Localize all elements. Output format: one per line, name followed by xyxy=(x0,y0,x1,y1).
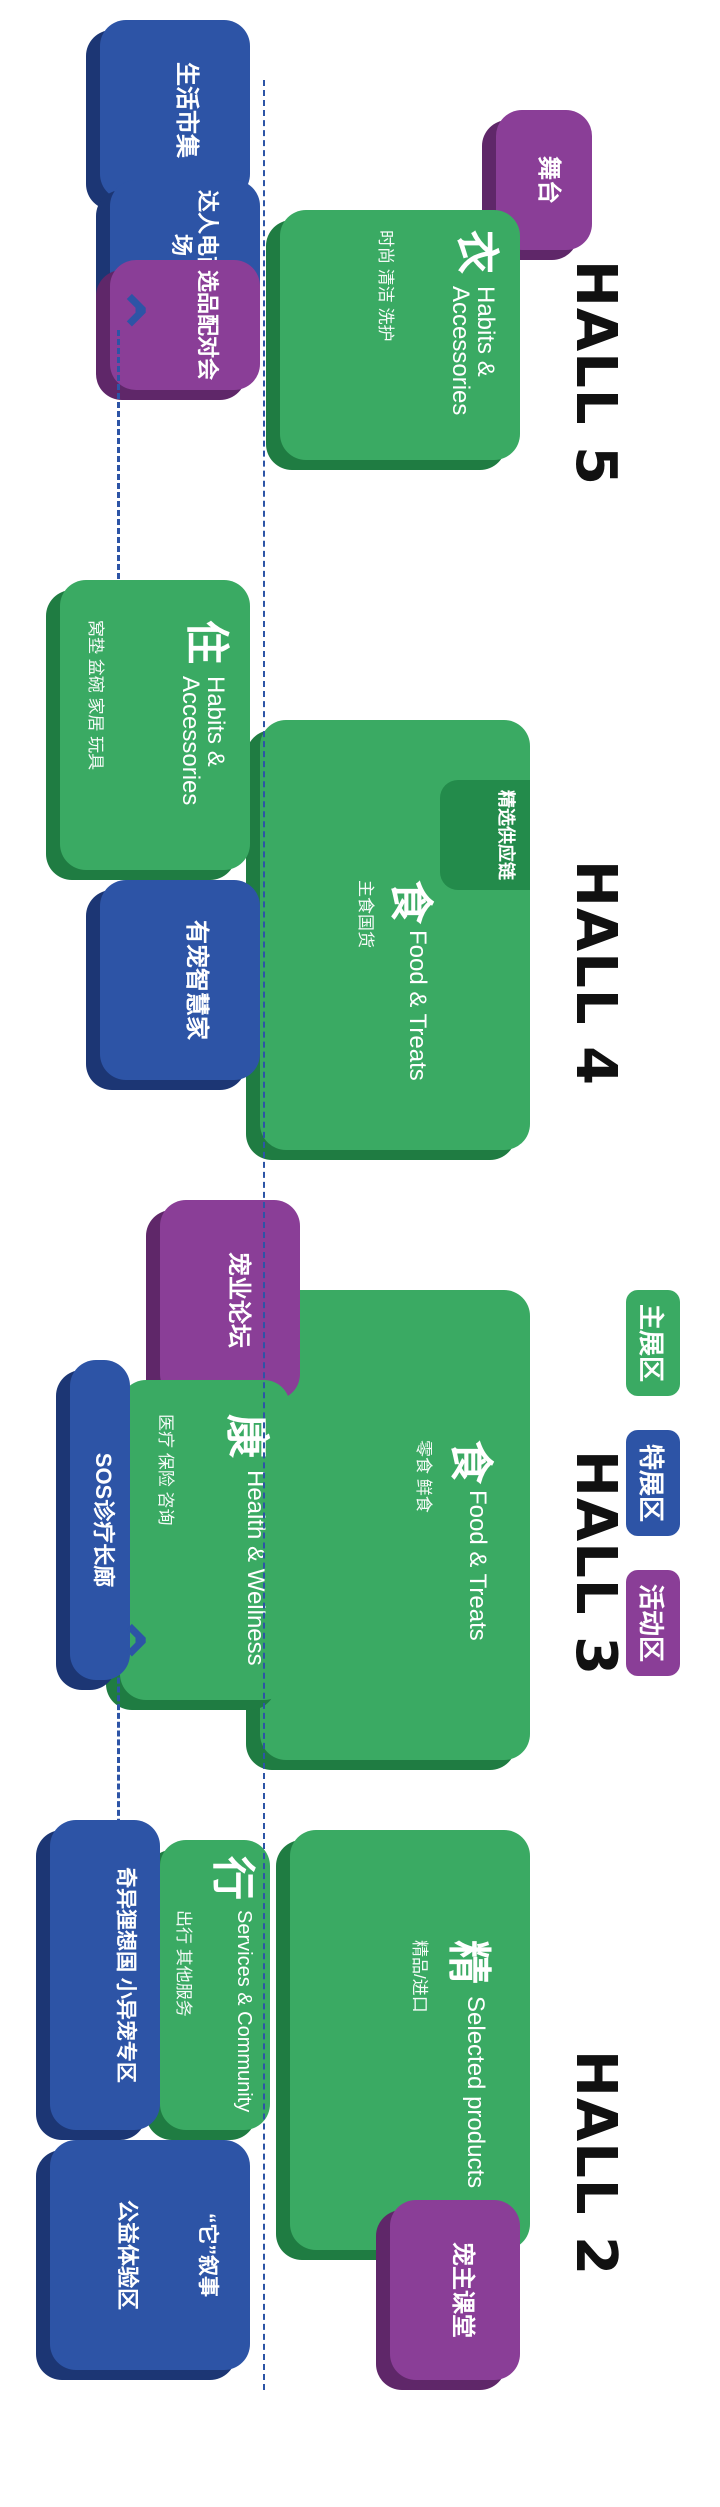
hall5-stage-label: 舞台 xyxy=(535,156,562,204)
hall-5-title: HALL 5 xyxy=(563,260,628,487)
hall2-travel-char: 行 xyxy=(208,1856,257,1900)
hall4-main-en: Food & Treats xyxy=(404,930,431,1081)
hall2-main-char: 精 xyxy=(444,1940,493,1984)
hall2-class-label: 宠主课堂 xyxy=(449,2242,476,2338)
hall3-forum-label: 宠业论坛 xyxy=(225,1252,252,1348)
hall2-main-sub: 精品/进口 xyxy=(410,1940,429,2013)
hall-3-title: HALL 3 xyxy=(563,1450,628,1677)
legend-main-zone: 主展区 xyxy=(626,1290,680,1396)
hall5-event-label: 选品配对会 xyxy=(195,270,220,381)
hall2-main-tile[interactable]: 精 Selected products 精品/进口 xyxy=(290,1830,530,2250)
hall5-main-tile[interactable]: 衣 Habits & Accessories 时尚 清洁 洗护 xyxy=(280,210,520,460)
hall4-home-en: Habits & Accessories xyxy=(176,676,229,806)
hall5-main-en: Habits & Accessories xyxy=(446,286,499,416)
hall2-exotic-tile[interactable]: 奇异狸想国 小异宠专区 xyxy=(50,1820,160,2130)
hall2-travel-tile[interactable]: 行 Services & Community 出行 其他服务 xyxy=(160,1840,270,2130)
hall3-main-char: 食 xyxy=(446,1440,495,1484)
legend-main-label: 主展区 xyxy=(636,1303,667,1382)
hall4-supply-tile[interactable]: 精选供应链 xyxy=(440,780,530,890)
hall4-smart-home-tile[interactable]: 有宠智慧家 xyxy=(100,880,260,1080)
hall3-health-sub: 医疗 保险 咨询 xyxy=(156,1414,175,1526)
legend-event-label: 活动区 xyxy=(636,1583,667,1662)
hall3-forum-tile[interactable]: 宠业论坛 xyxy=(160,1200,300,1400)
legend-event-zone: 活动区 xyxy=(626,1570,680,1676)
hall2-story-label: “它”叙事 xyxy=(196,2213,219,2297)
hall2-welfare-label: 公益体验区 xyxy=(115,2199,140,2310)
hall4-smart-home-label: 有宠智慧家 xyxy=(183,920,210,1040)
hall2-travel-sub: 出行 其他服务 xyxy=(174,1910,193,2017)
hall5-main-char: 衣 xyxy=(452,230,501,274)
hall4-home-sub: 窝垫 盆碗 家居 玩具 xyxy=(86,620,105,771)
hall4-home-tile[interactable]: 住 Habits & Accessories 窝垫 盆碗 家居 玩具 xyxy=(60,580,250,870)
legend-special-label: 特展区 xyxy=(636,1443,667,1522)
hall5-main-sub: 时尚 清洁 洗护 xyxy=(376,230,395,342)
hall2-class-tile[interactable]: 宠主课堂 xyxy=(390,2200,520,2380)
hall4-main-sub: 主食国货 xyxy=(356,880,375,948)
hall5-market-label: 生活市集 xyxy=(173,62,200,158)
hall-divider-line xyxy=(263,80,265,2390)
hall4-main-tile[interactable]: 精选供应链 食 Food & Treats 主食国货 xyxy=(260,720,530,1150)
hall3-main-sub: 零食 鲜食 xyxy=(414,1440,433,1513)
hall2-welfare-tile[interactable]: “它”叙事 公益体验区 xyxy=(50,2140,250,2370)
hall-4-title: HALL 4 xyxy=(563,860,628,1087)
hall-2-title: HALL 2 xyxy=(563,2050,628,2277)
hall4-supply-label: 精选供应链 xyxy=(496,790,516,880)
hall3-main-en: Food & Treats xyxy=(464,1490,491,1641)
hall5-market-tile[interactable]: 生活市集 xyxy=(100,20,250,200)
hall2-travel-en: Services & Community xyxy=(233,1910,255,2113)
hall3-main-tile[interactable]: 食 Food & Treats 零食 鲜食 xyxy=(260,1290,530,1760)
hall4-home-char: 住 xyxy=(182,620,231,664)
hall4-main-char: 食 xyxy=(386,880,435,924)
hall3-health-char: 康 xyxy=(222,1414,271,1458)
hall2-exotic-label: 奇异狸想国 小异宠专区 xyxy=(114,1867,137,2083)
legend-special-zone: 特展区 xyxy=(626,1430,680,1536)
